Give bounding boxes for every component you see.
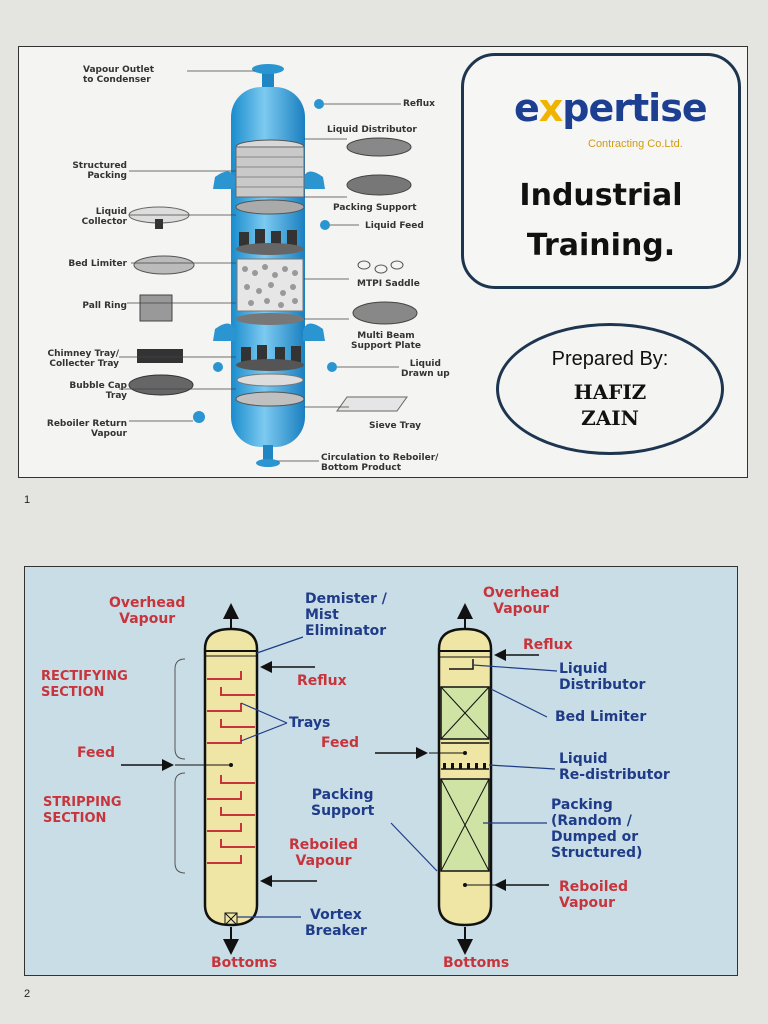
- logo-subtitle: Contracting Co.Ltd.: [588, 138, 683, 150]
- bottoms-left-label: Bottoms: [211, 955, 278, 971]
- overhead-vapour-right: Overhead Vapour: [483, 585, 560, 617]
- reflux-left-label: Reflux: [297, 673, 347, 689]
- author-card: Prepared By: HAFIZ ZAIN: [496, 323, 724, 455]
- label-packing-support: Packing Support: [333, 203, 417, 213]
- distillation-column-illustration: [119, 64, 418, 467]
- liquid-redistributor-label: Liquid Re-distributor: [559, 751, 670, 783]
- label-mtpi-saddle: MTPI Saddle: [357, 279, 420, 289]
- company-logo: expertise: [514, 86, 708, 130]
- demister-label: Demister / Mist Eliminator: [305, 591, 387, 639]
- feed-left-label: Feed: [77, 745, 116, 761]
- label-circulation: Circulation to Reboiler/ Bottom Product: [321, 453, 439, 473]
- label-structured-packing: Structured Packing: [72, 161, 127, 181]
- reboiled-vapour-right: Reboiled Vapour: [559, 879, 629, 911]
- label-liquid-feed: Liquid Feed: [365, 221, 424, 231]
- column-diagrams: [121, 603, 558, 955]
- label-multi-beam: Multi Beam Support Plate: [351, 331, 421, 351]
- label-liquid-collector: Liquid Collector: [81, 207, 127, 227]
- overhead-vapour-left: Overhead Vapour: [109, 595, 186, 627]
- label-sieve-tray: Sieve Tray: [369, 421, 422, 431]
- feed-right-label: Feed: [321, 735, 360, 751]
- label-bed-limiter: Bed Limiter: [68, 259, 127, 269]
- label-pall-ring: Pall Ring: [82, 301, 127, 311]
- reflux-right-label: Reflux: [523, 637, 573, 653]
- label-bubble-cap-tray: Bubble Cap Tray: [69, 381, 127, 401]
- label-reboiler-return: Reboiler Return Vapour: [46, 419, 127, 439]
- rectifying-section-label: RECTIFYING SECTION: [41, 669, 128, 700]
- title-line-1: Industrial: [519, 178, 683, 213]
- label-chimney-tray: Chimney Tray/ Collecter Tray: [47, 349, 119, 369]
- title-card: expertise Contracting Co.Ltd. Industrial…: [461, 53, 741, 289]
- prepared-by-label: Prepared By:: [551, 348, 669, 370]
- author-name-line-2: ZAIN: [581, 406, 639, 430]
- label-liquid-drawn: Liquid Drawn up: [401, 359, 450, 379]
- title-line-2: Training.: [526, 228, 676, 263]
- stripping-section-label: STRIPPING SECTION: [43, 795, 122, 826]
- label-reflux: Reflux: [403, 99, 435, 109]
- vortex-breaker-label: Vortex Breaker: [305, 907, 367, 939]
- author-name-line-1: HAFIZ: [573, 380, 647, 404]
- trays-label: Trays: [289, 715, 331, 731]
- slide-1: Vapour Outlet to Condenser Structured Pa…: [18, 46, 748, 478]
- page-number-2: 2: [24, 988, 31, 1000]
- slide-2: Overhead Vapour Demister / Mist Eliminat…: [24, 566, 738, 976]
- label-vapour-outlet: Vapour Outlet to Condenser: [83, 65, 155, 85]
- bed-limiter-label: Bed Limiter: [555, 709, 647, 725]
- packing-support-label: Packing Support: [311, 787, 375, 819]
- liquid-distributor-label: Liquid Distributor: [559, 661, 646, 693]
- bottoms-right-label: Bottoms: [443, 955, 510, 971]
- packing-label: Packing (Random / Dumped or Structured): [551, 797, 643, 861]
- reboiled-vapour-left: Reboiled Vapour: [289, 837, 359, 869]
- label-liquid-distributor: Liquid Distributor: [327, 125, 417, 135]
- page-number-1: 1: [24, 494, 31, 506]
